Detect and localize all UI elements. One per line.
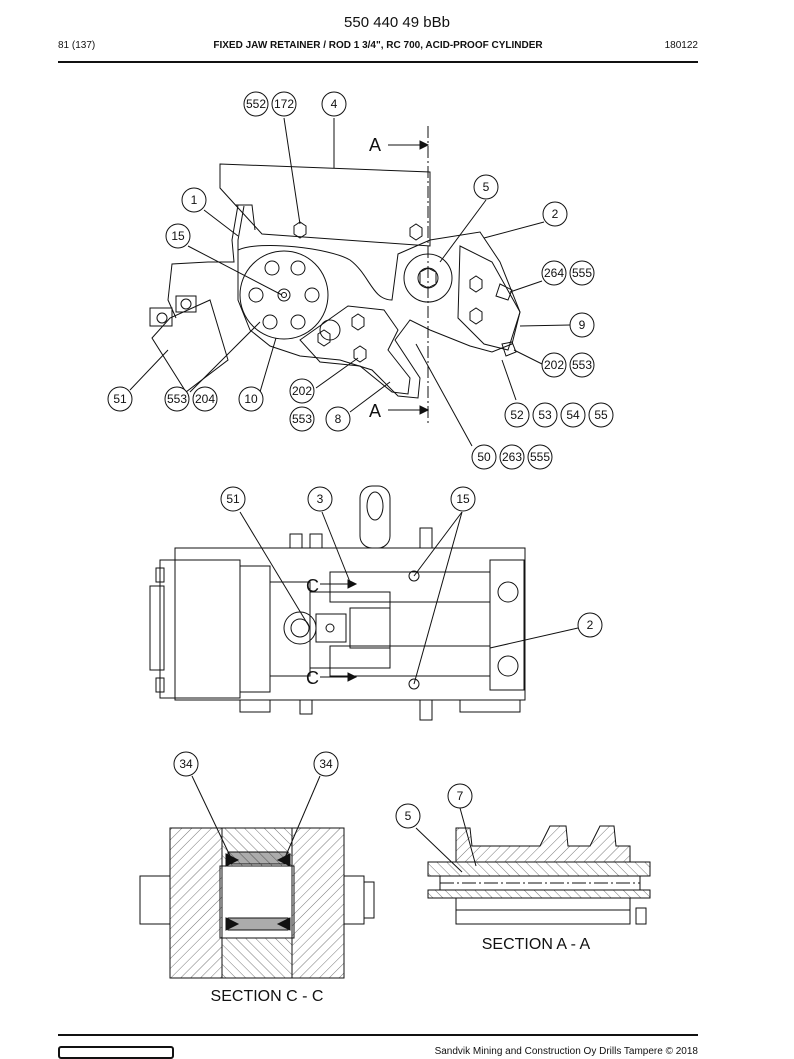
page-title: FIXED JAW RETAINER / ROD 1 3/4", RC 700,…: [213, 40, 543, 51]
svg-text:555: 555: [572, 266, 592, 280]
svg-text:553: 553: [167, 392, 187, 406]
svg-text:4: 4: [331, 97, 338, 111]
section-a-marker-top: A: [369, 135, 381, 155]
svg-text:15: 15: [171, 229, 185, 243]
svg-text:3: 3: [317, 492, 324, 506]
callout-553: 553: [289, 406, 315, 432]
svg-text:50: 50: [477, 450, 491, 464]
callout-2: 2: [577, 612, 603, 638]
header-rule: [58, 61, 698, 63]
svg-text:2: 2: [587, 618, 594, 632]
section-c-marker-bottom: C: [306, 668, 319, 688]
callout-5: 5: [395, 803, 421, 829]
svg-text:202: 202: [292, 384, 312, 398]
callout-555: 555: [527, 444, 553, 470]
callout-204: 204: [192, 386, 218, 412]
callout-53: 53: [532, 402, 558, 428]
svg-text:5: 5: [405, 809, 412, 823]
side-view: [149, 126, 521, 426]
top-view: [149, 485, 526, 721]
callout-264: 264: [541, 260, 567, 286]
svg-text:553: 553: [572, 358, 592, 372]
callout-55: 55: [588, 402, 614, 428]
section-aa-view: [427, 825, 651, 925]
svg-text:53: 53: [538, 408, 552, 422]
section-a-marker-bottom: A: [369, 401, 381, 421]
svg-text:9: 9: [579, 318, 586, 332]
svg-text:7: 7: [457, 789, 464, 803]
callout-15: 15: [450, 486, 476, 512]
footer-rule: [58, 1034, 698, 1036]
callout-1: 1: [181, 187, 207, 213]
svg-text:202: 202: [544, 358, 564, 372]
callout-9: 9: [569, 312, 595, 338]
svg-text:553: 553: [292, 412, 312, 426]
callout-202: 202: [289, 378, 315, 404]
callout-8: 8: [325, 406, 351, 432]
callout-552: 552: [243, 91, 269, 117]
callout-553: 553: [569, 352, 595, 378]
header-row: 81 (137) FIXED JAW RETAINER / ROD 1 3/4"…: [58, 40, 698, 54]
callout-51: 51: [220, 486, 246, 512]
section-cc-view: [139, 827, 375, 979]
callout-2: 2: [542, 201, 568, 227]
svg-text:10: 10: [244, 392, 258, 406]
svg-text:5: 5: [483, 180, 490, 194]
section-cc-label: SECTION C - C: [211, 988, 324, 1005]
callout-51: 51: [107, 386, 133, 412]
svg-text:552: 552: [246, 97, 266, 111]
svg-text:204: 204: [195, 392, 215, 406]
copyright-text: Sandvik Mining and Construction Oy Drill…: [434, 1046, 698, 1057]
svg-text:52: 52: [510, 408, 524, 422]
document-number: 550 440 49 bBb: [344, 14, 450, 31]
callout-4: 4: [321, 91, 347, 117]
callout-50: 50: [471, 444, 497, 470]
section-c-marker-top: C: [306, 576, 319, 596]
svg-text:555: 555: [530, 450, 550, 464]
callout-34: 34: [313, 751, 339, 777]
section-aa-label: SECTION A - A: [482, 936, 591, 953]
svg-text:15: 15: [456, 492, 470, 506]
svg-text:172: 172: [274, 97, 294, 111]
svg-text:51: 51: [226, 492, 240, 506]
callout-10: 10: [238, 386, 264, 412]
svg-text:34: 34: [179, 757, 193, 771]
svg-text:54: 54: [566, 408, 580, 422]
svg-text:34: 34: [319, 757, 333, 771]
callout-5: 5: [473, 174, 499, 200]
callout-52: 52: [504, 402, 530, 428]
svg-text:8: 8: [335, 412, 342, 426]
svg-text:264: 264: [544, 266, 564, 280]
callout-172: 172: [271, 91, 297, 117]
svg-text:2: 2: [552, 207, 559, 221]
callout-202: 202: [541, 352, 567, 378]
document-date: 180122: [664, 40, 698, 51]
callout-7: 7: [447, 783, 473, 809]
page-number: 81 (137): [58, 40, 96, 51]
callout-15: 15: [165, 223, 191, 249]
callout-555: 555: [569, 260, 595, 286]
svg-text:55: 55: [594, 408, 608, 422]
callout-34: 34: [173, 751, 199, 777]
callout-553: 553: [164, 386, 190, 412]
svg-text:263: 263: [502, 450, 522, 464]
callout-54: 54: [560, 402, 586, 428]
callout-3: 3: [307, 486, 333, 512]
svg-text:1: 1: [191, 193, 198, 207]
svg-text:51: 51: [113, 392, 127, 406]
callout-263: 263: [499, 444, 525, 470]
leader-lines: [129, 117, 579, 873]
